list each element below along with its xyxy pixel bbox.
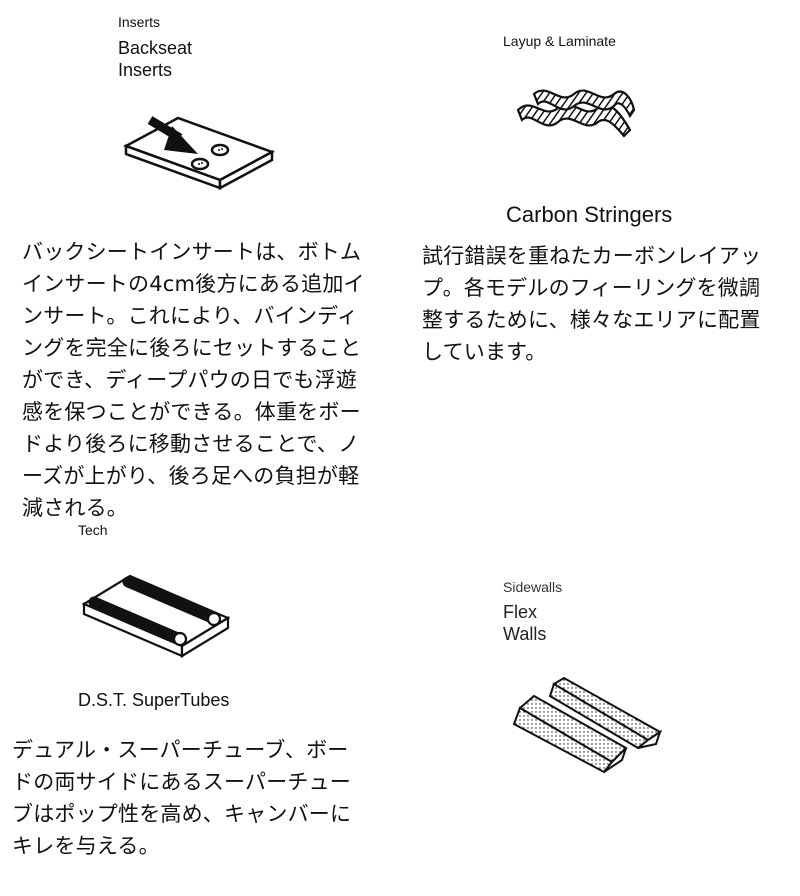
layup-title: Carbon Stringers bbox=[506, 202, 673, 227]
tech-description: デュアル・スーパーチューブ、ボー ドの両サイドにあるスーパーチュー ブはポップ性… bbox=[12, 738, 352, 858]
board-insert-icon bbox=[122, 116, 276, 191]
inserts-category: Inserts bbox=[118, 14, 161, 30]
layup-category: Layup & Laminate bbox=[503, 33, 616, 49]
supertubes-icon bbox=[81, 574, 231, 658]
tech-title: D.S.T. SuperTubes bbox=[78, 690, 230, 710]
carbon-stringers-icon bbox=[516, 89, 636, 138]
sidewalls-category: Sidewalls bbox=[503, 579, 563, 595]
inserts-description: バックシートインサートは、ボトム インサートの4cm後方にある追加イ ンサート。… bbox=[22, 240, 365, 520]
inserts-title: Backseat Inserts bbox=[118, 38, 193, 80]
flex-walls-icon bbox=[512, 676, 662, 774]
tech-category: Tech bbox=[78, 522, 108, 538]
layup-description: 試行錯誤を重ねたカーボンレイアッ プ。各モデルのフィーリングを微調 整するために… bbox=[422, 244, 762, 364]
sidewalls-title: Flex Walls bbox=[503, 602, 547, 644]
